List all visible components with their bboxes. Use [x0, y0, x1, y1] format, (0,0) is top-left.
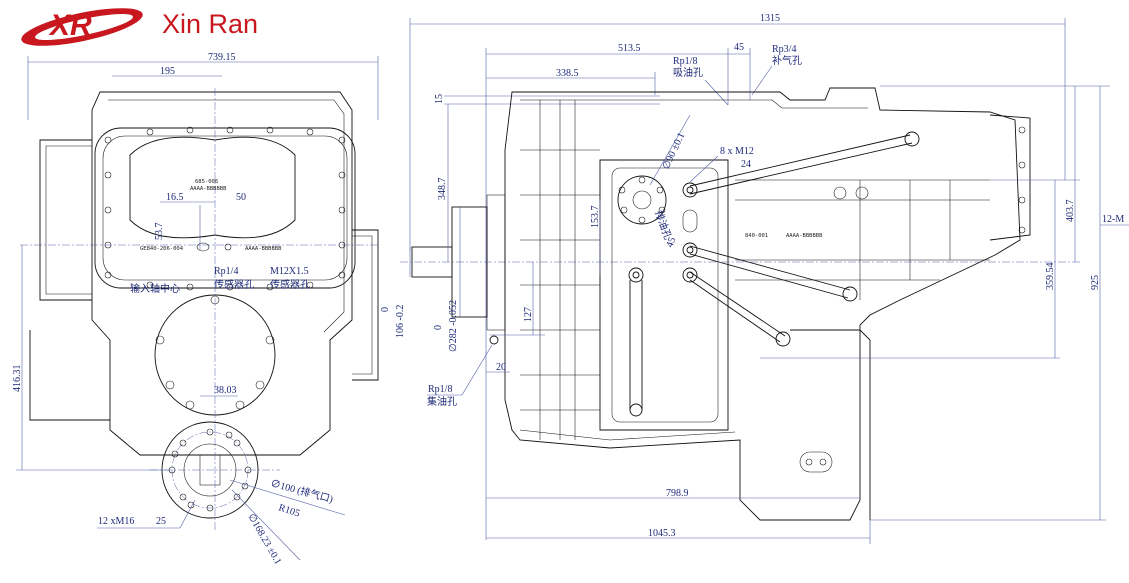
dim-153-7: 153.7: [590, 206, 601, 229]
dim-925: 925: [1090, 275, 1101, 290]
label-oil-collect-hole: 集油孔: [427, 395, 457, 408]
dim-depth-25: 25: [156, 516, 166, 527]
dim-338-5: 338.5: [556, 68, 579, 79]
dim-359-54: 359.54: [1045, 263, 1056, 291]
plate-text-1: 685-006: [195, 179, 218, 185]
dim-depth-24: 24: [741, 159, 751, 170]
logo-mark: XR: [48, 9, 92, 42]
dim-1045-3: 1045.3: [648, 528, 676, 539]
dim-length-1315: 1315: [760, 13, 780, 24]
dim-tol-0-b: 0: [433, 325, 444, 330]
label-drain-hole: 排油孔: [652, 209, 674, 242]
right-side-view: 1315 513.5 45 338.5 15 Rp1/8 吸油孔 Rp3/4 补…: [380, 13, 1129, 544]
dim-38-03: 38.03: [214, 385, 237, 396]
label-sensor-hole-1: 传感器孔: [214, 278, 254, 291]
dim-513-5: 513.5: [618, 43, 641, 54]
plate-text-4: AAAA-BBBBBB: [245, 246, 282, 252]
plate-text-3: GE840-206-004: [140, 246, 184, 252]
dim-tol-0-a: 0: [380, 307, 391, 312]
label-rp14: Rp1/4: [214, 266, 238, 277]
label-m12: M12X1.5: [270, 266, 309, 277]
dim-bolt-12xm16: 12 xM16: [98, 516, 134, 527]
label-suction-hole: 吸油孔: [673, 66, 703, 79]
dim-195: 195: [160, 66, 175, 77]
label-sensor-hole-2: 传感器孔: [270, 278, 310, 291]
plate-text-2: AAAA-BBBBBB: [190, 186, 227, 192]
label-input-shaft-center: 输入轴中心: [130, 282, 180, 295]
dim-dia-90: ∅90 ±0.1: [661, 131, 688, 171]
dim-r105: R105: [277, 502, 301, 519]
dim-50: 50: [236, 192, 246, 203]
dim-12-m: 12-M: [1102, 214, 1124, 225]
dim-dia-168-23: ∅168.23 ±0.1: [245, 512, 283, 567]
label-rp18-collect: Rp1/8: [428, 384, 452, 395]
plate-text-840: 840-001: [745, 233, 768, 239]
dim-127: 127: [523, 307, 534, 322]
dim-width-total: 739.15: [208, 52, 236, 63]
dim-403-7: 403.7: [1065, 200, 1076, 223]
dim-15: 15: [434, 94, 445, 104]
dim-bolt-8xm12: 8 x M12: [720, 146, 754, 157]
plate-text-aaaa: AAAA-BBBBBB: [786, 233, 823, 239]
dim-16-5: 16.5: [166, 192, 184, 203]
label-air-refill-hole: 补气孔: [772, 54, 802, 67]
brand-name: Xin Ran: [162, 9, 258, 39]
label-rp18-suction: Rp1/8: [673, 56, 697, 67]
dim-tol-106: 106 -0.2: [395, 305, 406, 338]
dim-45: 45: [734, 42, 744, 53]
dim-53-7: 53.7: [154, 223, 165, 241]
dim-tol-282: ∅282 -0.052: [448, 300, 459, 352]
dim-798-9: 798.9: [666, 488, 689, 499]
label-rp34: Rp3/4: [772, 44, 796, 55]
dim-20: 20: [496, 362, 506, 373]
dim-angle-45: 45: [664, 236, 678, 249]
dim-348-7: 348.7: [437, 178, 448, 201]
brand-logo: XR Xin Ran: [21, 8, 258, 46]
dim-dia-100-exhaust: ∅100 (排气口): [269, 476, 334, 505]
dim-height-416-31: 416.31: [12, 365, 23, 393]
left-end-view: 739.15 195: [12, 52, 380, 567]
